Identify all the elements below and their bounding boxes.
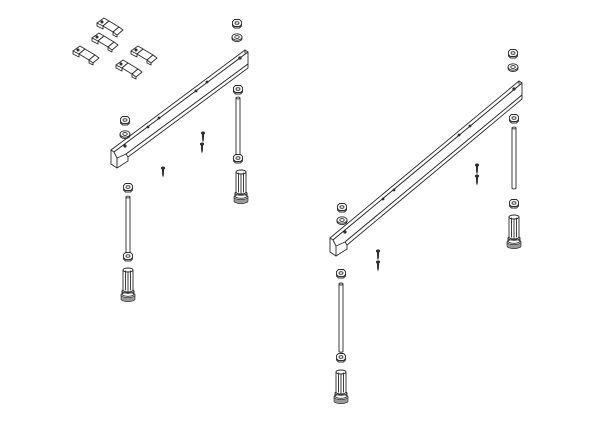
adjustable-foot-icon: [120, 267, 136, 303]
washer-icon: [231, 33, 243, 43]
mounting-clip-icon: [115, 59, 143, 80]
screw-icon: [199, 142, 205, 153]
hex-nut-icon: [123, 183, 133, 193]
threaded-rod-icon: [338, 282, 344, 353]
hex-nut-icon: [336, 269, 346, 279]
screw-icon: [474, 163, 480, 174]
hex-nut-icon: [336, 353, 346, 363]
mounting-clip-icon: [130, 45, 158, 66]
washer-icon: [507, 63, 519, 73]
mounting-clip-icon: [72, 45, 100, 66]
left-leg-assembly: [72, 17, 249, 303]
threaded-rod-icon: [125, 195, 131, 259]
hex-nut-icon: [233, 85, 243, 95]
rail-bracket-icon: [110, 49, 249, 169]
screw-icon: [200, 131, 206, 142]
right-leg-assembly: [329, 49, 523, 405]
screw-icon: [375, 249, 381, 260]
hex-nut-icon: [509, 114, 519, 124]
hex-nut-icon: [337, 203, 347, 213]
screw-icon: [160, 166, 166, 177]
hex-nut-icon: [232, 19, 242, 29]
adjustable-foot-icon: [506, 214, 522, 250]
adjustable-foot-icon: [333, 369, 349, 405]
threaded-rod-icon: [511, 126, 517, 190]
hex-nut-icon: [508, 49, 518, 59]
washer-icon: [119, 130, 131, 140]
hex-nut-icon: [120, 116, 130, 126]
hex-nut-icon: [233, 154, 243, 164]
hex-nut-icon: [123, 252, 133, 262]
screw-icon: [375, 260, 381, 271]
screw-icon: [474, 174, 480, 185]
threaded-rod-icon: [235, 96, 241, 160]
rail-bracket-icon: [329, 80, 523, 257]
adjustable-foot-icon: [233, 169, 249, 205]
washer-icon: [336, 216, 348, 226]
hex-nut-icon: [509, 199, 519, 209]
